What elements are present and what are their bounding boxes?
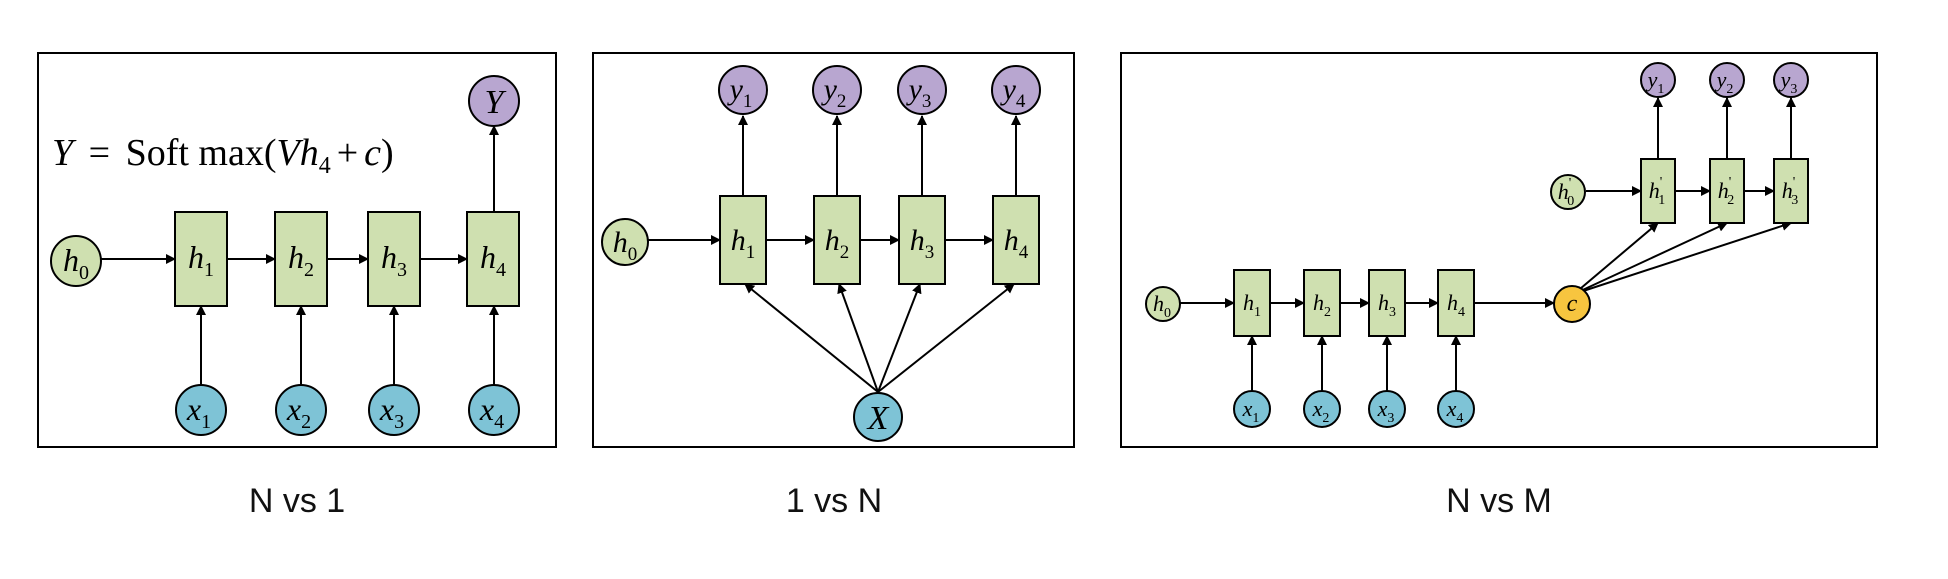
input-x1: x1 — [175, 384, 227, 436]
encoder-hidden-h2: h2 — [1303, 269, 1341, 337]
hidden-state-h1: h1 — [174, 211, 228, 307]
svg-text:h3: h3 — [381, 239, 407, 281]
output-y4: y4 — [991, 65, 1041, 115]
panel-1-vs-n: h0 h1 h2 h3 h4 y1 y2 y3 — [592, 52, 1075, 448]
svg-text:h0: h0 — [63, 242, 89, 284]
hidden-state-h2: h2 — [274, 211, 328, 307]
caption-n-vs-m: N vs M — [1446, 482, 1552, 520]
svg-text:x2: x2 — [1312, 396, 1330, 426]
output-y1: y1 — [1640, 62, 1676, 98]
svg-text:h0: h0 — [613, 226, 638, 265]
input-x2: x2 — [275, 384, 327, 436]
decoder-initial-state-h0-prime: h'0 — [1550, 174, 1586, 210]
edge-c-hp2 — [1573, 222, 1728, 295]
edge-x-h1 — [744, 283, 879, 393]
svg-text:y1: y1 — [1646, 67, 1665, 97]
svg-text:h2: h2 — [1313, 290, 1331, 320]
svg-text:y2: y2 — [821, 73, 847, 112]
svg-text:x4: x4 — [1446, 396, 1464, 426]
output-y2: y2 — [1709, 62, 1745, 98]
edge-c-hp3 — [1573, 221, 1792, 295]
edge-x-h2 — [837, 283, 879, 393]
svg-text:X: X — [866, 400, 890, 437]
edge-c-hp1 — [1573, 222, 1659, 295]
input-x2: x2 — [1303, 390, 1341, 428]
svg-text:h2: h2 — [288, 239, 314, 281]
input-x: X — [853, 392, 903, 442]
caption-1-vs-n: 1 vs N — [786, 482, 882, 520]
softmax-formula: Y = Soft max(Vh4+c) — [52, 132, 394, 179]
svg-text:x4: x4 — [479, 391, 504, 433]
svg-text:x2: x2 — [286, 391, 311, 433]
svg-text:h0: h0 — [1153, 291, 1171, 321]
hidden-state-h4: h4 — [466, 211, 520, 307]
decoder-hidden-h1-prime: h'1 — [1640, 158, 1676, 224]
hidden-state-h3: h3 — [367, 211, 421, 307]
edge-x-h3 — [877, 283, 922, 393]
input-x3: x3 — [368, 384, 420, 436]
hidden-state-h3: h3 — [898, 195, 946, 285]
encoder-hidden-h4: h4 — [1437, 269, 1475, 337]
svg-text:h'0: h'0 — [1558, 176, 1575, 209]
caption-n-vs-1: N vs 1 — [249, 482, 345, 520]
initial-state-h0: h0 — [1145, 286, 1181, 322]
svg-text:h4: h4 — [1004, 224, 1029, 263]
initial-state-h0: h0 — [50, 235, 102, 287]
svg-text:Y: Y — [485, 84, 507, 121]
svg-text:x1: x1 — [186, 391, 211, 433]
output-y: Y — [468, 75, 520, 127]
svg-text:c: c — [1567, 291, 1578, 317]
output-y2: y2 — [812, 65, 862, 115]
hidden-state-h2: h2 — [813, 195, 861, 285]
input-x3: x3 — [1368, 390, 1406, 428]
output-y3: y3 — [897, 65, 947, 115]
svg-text:h2: h2 — [825, 224, 850, 263]
panel-n-vs-m: h0 h1 h2 h3 h4 x1 x2 x3 — [1120, 52, 1878, 448]
hidden-state-h4: h4 — [992, 195, 1040, 285]
svg-text:y4: y4 — [1000, 73, 1026, 112]
panel-n-vs-1: Y = Soft max(Vh4+c) h0 h1 h2 h3 — [37, 52, 557, 448]
input-x1: x1 — [1233, 390, 1271, 428]
svg-text:y3: y3 — [906, 73, 932, 112]
decoder-hidden-h3-prime: h'3 — [1773, 158, 1809, 224]
svg-text:h3: h3 — [910, 224, 935, 263]
svg-text:h'2: h'2 — [1718, 175, 1735, 208]
initial-state-h0: h0 — [601, 218, 649, 266]
edge-x-h4 — [877, 283, 1015, 393]
svg-text:h3: h3 — [1378, 290, 1396, 320]
output-y3: y3 — [1773, 62, 1809, 98]
svg-text:x1: x1 — [1242, 396, 1260, 426]
output-y1: y1 — [718, 65, 768, 115]
encoder-hidden-h1: h1 — [1233, 269, 1271, 337]
encoder-hidden-h3: h3 — [1368, 269, 1406, 337]
svg-text:y3: y3 — [1779, 67, 1798, 97]
svg-text:y1: y1 — [727, 73, 753, 112]
svg-text:x3: x3 — [1377, 396, 1395, 426]
input-x4: x4 — [1437, 390, 1475, 428]
svg-text:h1: h1 — [1243, 290, 1261, 320]
panel-n-vs-m-frame — [1120, 52, 1878, 448]
svg-text:h1: h1 — [188, 239, 214, 281]
svg-text:h1: h1 — [731, 224, 756, 263]
svg-text:h'3: h'3 — [1782, 175, 1799, 208]
svg-text:h4: h4 — [480, 239, 506, 281]
svg-text:y2: y2 — [1715, 67, 1734, 97]
decoder-hidden-h2-prime: h'2 — [1709, 158, 1745, 224]
svg-text:h4: h4 — [1447, 290, 1465, 320]
context-vector-c: c — [1553, 285, 1591, 323]
input-x4: x4 — [468, 384, 520, 436]
svg-text:h'1: h'1 — [1649, 175, 1666, 208]
svg-text:x3: x3 — [379, 391, 404, 433]
hidden-state-h1: h1 — [719, 195, 767, 285]
